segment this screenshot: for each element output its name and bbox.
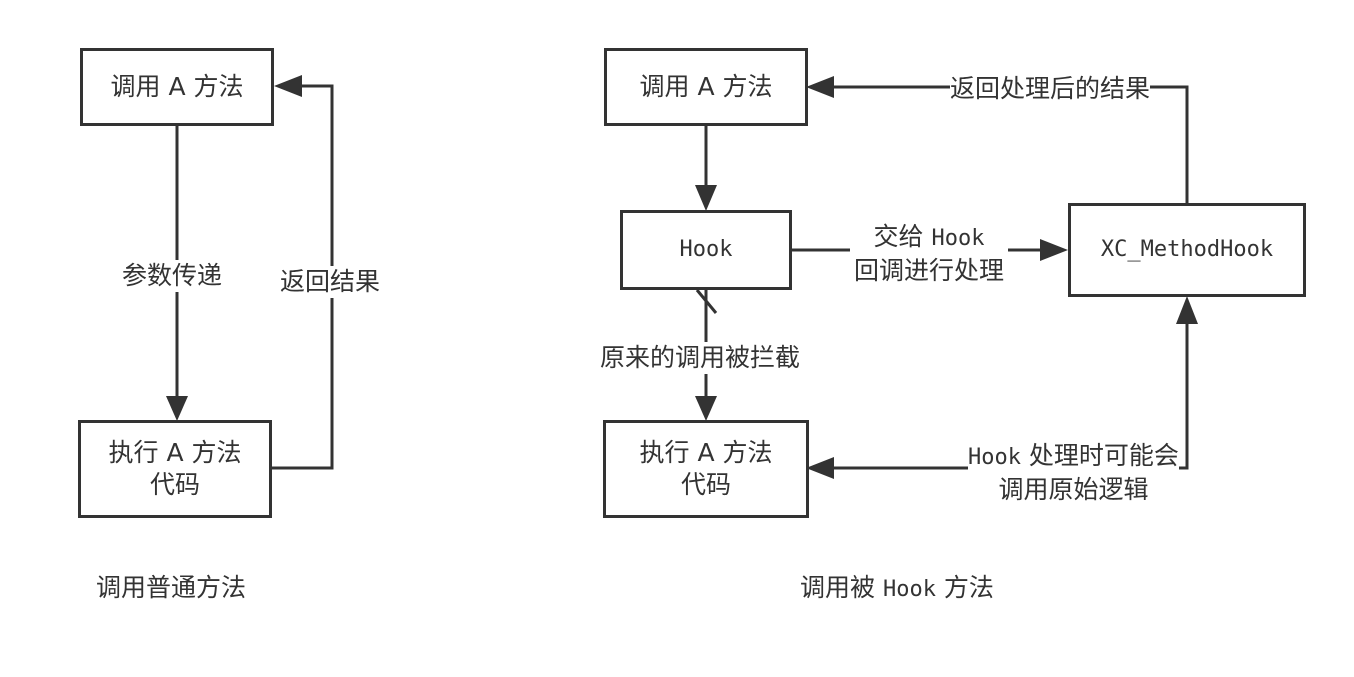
edge-return-arrowhead	[274, 75, 302, 97]
node-exec-a-normal-line2: 代码	[149, 470, 200, 499]
label-may-call-original: Hook 处理时可能会 调用原始逻辑	[968, 440, 1179, 506]
label-return-result-text: 返回结果	[280, 267, 381, 296]
label-may-call-line1: Hook 处理时可能会	[968, 441, 1179, 470]
caption-normal: 调用普通方法	[96, 572, 246, 604]
node-exec-a-hooked: 执行 A 方法 代码	[603, 420, 809, 518]
caption-normal-text: 调用普通方法	[96, 573, 247, 602]
label-handoff-hook: 交给 Hook 回调进行处理	[850, 221, 1009, 287]
node-exec-a-hooked-line2: 代码	[680, 470, 731, 499]
edge-param-arrowhead	[166, 396, 188, 421]
label-handoff-line2: 回调进行处理	[854, 256, 1005, 285]
label-param-pass-text: 参数传递	[122, 261, 223, 290]
label-intercepted-text: 原来的调用被拦截	[600, 343, 801, 372]
label-param-pass: 参数传递	[122, 260, 223, 292]
edge-exec-arrowhead	[806, 457, 834, 479]
node-hook: Hook	[620, 210, 792, 290]
intercept-slash-mark	[695, 289, 718, 314]
node-xc-methodhook-text: XC_MethodHook	[1100, 237, 1274, 262]
edge-xc-return	[830, 85, 1189, 204]
caption-hooked: 调用被 Hook 方法	[800, 573, 994, 602]
label-handoff-line1: 交给 Hook	[873, 222, 985, 251]
node-call-a-hooked: 调用 A 方法	[604, 48, 808, 126]
node-call-a-normal: 调用 A 方法	[80, 48, 274, 126]
edge-hook-to-exec-arrowhead	[695, 396, 717, 421]
label-return-processed-text: 返回处理后的结果	[950, 74, 1151, 103]
label-return-processed: 返回处理后的结果	[950, 73, 1151, 105]
edge-xc-call-original-arrowhead	[1176, 296, 1198, 324]
edge-xc-return-arrowhead	[806, 76, 834, 98]
edge-xc-call-original	[830, 320, 1189, 470]
node-xc-methodhook: XC_MethodHook	[1068, 203, 1306, 297]
edge-hook-to-xc-arrowhead	[1040, 239, 1068, 261]
node-exec-a-normal: 执行 A 方法 代码	[78, 420, 272, 518]
node-exec-a-normal-line1: 执行 A 方法	[108, 438, 242, 467]
label-may-call-line2: 调用原始逻辑	[998, 475, 1149, 504]
edge-call-to-hook-arrowhead	[695, 185, 717, 211]
label-return-result: 返回结果	[280, 266, 381, 298]
node-exec-a-hooked-line1: 执行 A 方法	[639, 438, 773, 467]
node-call-a-normal-text: 调用 A 方法	[110, 72, 244, 101]
node-hook-text: Hook	[679, 237, 733, 262]
label-intercepted: 原来的调用被拦截	[600, 342, 801, 374]
node-call-a-hooked-text: 调用 A 方法	[639, 72, 773, 101]
